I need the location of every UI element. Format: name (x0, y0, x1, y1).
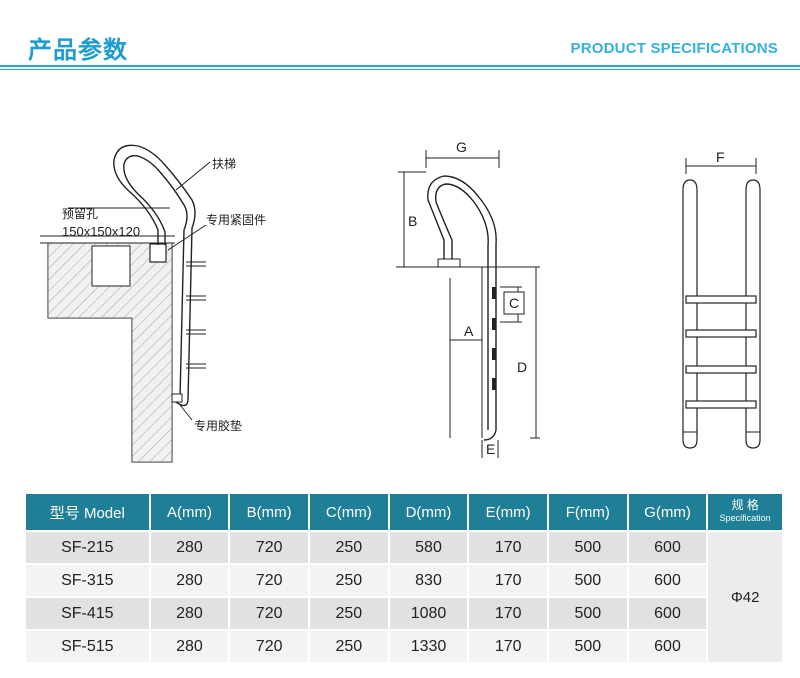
dim-b-label: B (408, 213, 417, 229)
table-cell: 280 (150, 565, 229, 596)
front-view: F (682, 149, 761, 449)
side-view: G B A C D E (396, 139, 540, 458)
page-title: 产品参数 (28, 36, 128, 64)
table-cell: 600 (628, 532, 707, 563)
header-divider (0, 65, 800, 67)
table-row: SF-215 280 720 250 580 170 500 600 Φ42 (26, 532, 782, 662)
table-cell: 600 (628, 631, 707, 662)
handrail-label: 扶梯 (212, 156, 236, 171)
col-header: G(mm) (628, 494, 707, 530)
col-header: F(mm) (549, 494, 627, 530)
table-cell: SF-515 (26, 631, 149, 662)
table-cell: 280 (150, 598, 229, 629)
table-cell: 500 (549, 565, 627, 596)
dim-f-label: F (716, 149, 725, 165)
spec-value: Φ42 (708, 532, 782, 662)
table-cell: 500 (549, 598, 627, 629)
table-cell: 580 (389, 532, 468, 563)
table-cell: 280 (150, 532, 229, 563)
table-cell: SF-215 (26, 532, 149, 563)
spec-header: 规 格 Specification (708, 494, 782, 530)
col-header: E(mm) (469, 494, 547, 530)
table-row: SF-515 280 720 250 1330 170 500 600 (26, 631, 782, 662)
table-cell: 720 (230, 631, 308, 662)
fastener-label: 专用紧固件 (206, 212, 266, 227)
dim-d-label: D (517, 359, 527, 375)
dim-g-label: G (456, 139, 467, 155)
ladder-diagram: 扶梯 预留孔 150x150x120 专用紧固件 专用胶垫 G B (40, 139, 761, 463)
table-cell: 170 (469, 532, 547, 563)
dim-c-label: C (509, 295, 519, 311)
dim-a-label: A (464, 323, 474, 339)
table-row: SF-315 280 720 250 830 170 500 600 (26, 565, 782, 596)
col-header: D(mm) (389, 494, 468, 530)
table-cell: 170 (469, 565, 547, 596)
table-cell: 250 (309, 532, 388, 563)
table-cell: SF-315 (26, 565, 149, 596)
header-divider-thin (0, 69, 800, 70)
spec-table: 型号 Model A(mm) B(mm) C(mm) D(mm) E(mm) F… (24, 492, 784, 664)
col-header: B(mm) (230, 494, 308, 530)
col-header: A(mm) (150, 494, 229, 530)
steps (186, 261, 206, 369)
hole-size-label: 150x150x120 (62, 224, 140, 239)
table-cell: 250 (309, 565, 388, 596)
dim-e-label: E (486, 441, 495, 457)
spec-header-en: Specification (719, 513, 771, 523)
table-cell: 720 (230, 565, 308, 596)
col-header: 型号 Model (26, 494, 149, 530)
table-cell: 720 (230, 532, 308, 563)
table-cell: 170 (469, 631, 547, 662)
rubber-pad-label: 专用胶垫 (194, 418, 242, 433)
spec-header-cn: 规 格 (731, 498, 759, 512)
reserved-hole-label: 预留孔 (62, 207, 98, 221)
installation-view: 扶梯 预留孔 150x150x120 专用紧固件 专用胶垫 (40, 144, 266, 463)
table-cell: 1330 (389, 631, 468, 662)
table-cell: 170 (469, 598, 547, 629)
table-cell: 250 (309, 598, 388, 629)
reserved-hole (91, 245, 131, 287)
table-cell: 600 (628, 565, 707, 596)
page-subtitle: PRODUCT SPECIFICATIONS (570, 40, 778, 57)
table-cell: SF-415 (26, 598, 149, 629)
handrail-tube (113, 144, 196, 407)
table-cell: 250 (309, 631, 388, 662)
table-cell: 720 (230, 598, 308, 629)
table-header-row: 型号 Model A(mm) B(mm) C(mm) D(mm) E(mm) F… (26, 494, 782, 530)
table-cell: 830 (389, 565, 468, 596)
fastener (149, 243, 167, 263)
rubber-pad (171, 393, 183, 403)
table-cell: 280 (150, 631, 229, 662)
table-cell: 500 (549, 532, 627, 563)
table-row: SF-415 280 720 250 1080 170 500 600 (26, 598, 782, 629)
table-cell: 500 (549, 631, 627, 662)
table-cell: 600 (628, 598, 707, 629)
table-cell: 1080 (389, 598, 468, 629)
col-header: C(mm) (309, 494, 388, 530)
